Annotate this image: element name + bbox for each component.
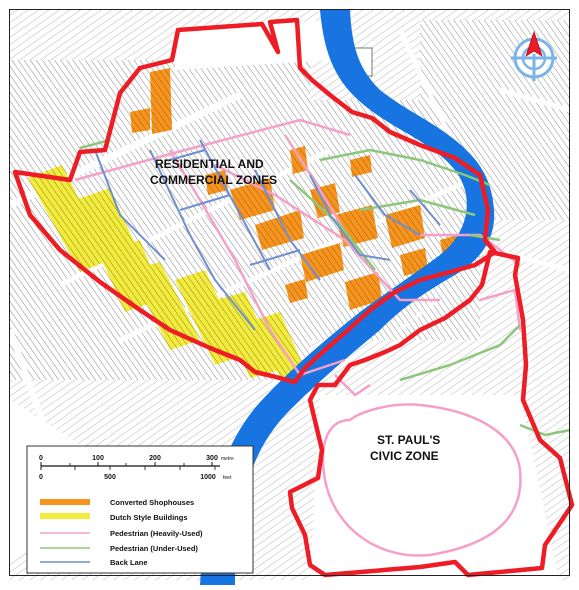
back-lane-layer (94, 139, 441, 331)
legend-swatch-converted-shophouses (40, 499, 90, 505)
legend-label-back-lane: Back Lane (110, 558, 148, 567)
civic-zone-label: ST. PAUL'S CIVIC ZONE (370, 433, 440, 463)
scale-feet-1000: 1000 (200, 474, 216, 481)
legend-row-converted-shophouses: Converted Shophouses (40, 498, 194, 507)
scale-metre-200: 200 (149, 455, 161, 462)
legend-row-pedestrian-under-used: Pedestrian (Under-Used) (40, 544, 198, 553)
legend-label-dutch-style-buildings: Dutch Style Buildings (110, 513, 188, 522)
civic-zone-boundary (287, 249, 575, 578)
legend-swatch-dutch-style-buildings (40, 513, 90, 519)
scale-metre-100: 100 (92, 455, 104, 462)
zone-label-line-1: RESIDENTIAL AND (155, 157, 264, 171)
legend-row-dutch-style-buildings: Dutch Style Buildings (40, 513, 188, 522)
legend-row-back-lane: Back Lane (40, 558, 148, 567)
legend-label-converted-shophouses: Converted Shophouses (110, 498, 194, 507)
map-legend: 0 100 200 300 metre 0 500 1000 feet (26, 445, 254, 574)
scale-metre-300: 300 (206, 455, 218, 462)
civic-label-line-2: CIVIC ZONE (370, 449, 439, 463)
scale-bar: 0 100 200 300 metre 0 500 1000 feet (39, 455, 234, 481)
residential-commercial-zone-boundary (12, 17, 498, 385)
scale-feet-0: 0 (39, 474, 43, 481)
legend-label-pedestrian-heavily-used: Pedestrian (Heavily-Used) (110, 529, 203, 538)
legend-row-pedestrian-heavily-used: Pedestrian (Heavily-Used) (40, 529, 203, 538)
residential-commercial-zone-label: RESIDENTIAL AND COMMERCIAL ZONES (150, 157, 277, 187)
zone-label-line-2: COMMERCIAL ZONES (150, 173, 277, 187)
pedestrian-heavily-used-layer (74, 118, 522, 557)
scale-metre-0: 0 (39, 455, 43, 462)
scale-feet-500: 500 (104, 474, 116, 481)
compass-rose-icon (511, 30, 557, 81)
legend-label-pedestrian-under-used: Pedestrian (Under-Used) (110, 544, 198, 553)
scale-metre-unit: metre (221, 456, 234, 462)
civic-label-line-1: ST. PAUL'S (377, 433, 440, 447)
scale-feet-unit: feet (223, 475, 232, 481)
map-frame-border (9, 9, 570, 576)
